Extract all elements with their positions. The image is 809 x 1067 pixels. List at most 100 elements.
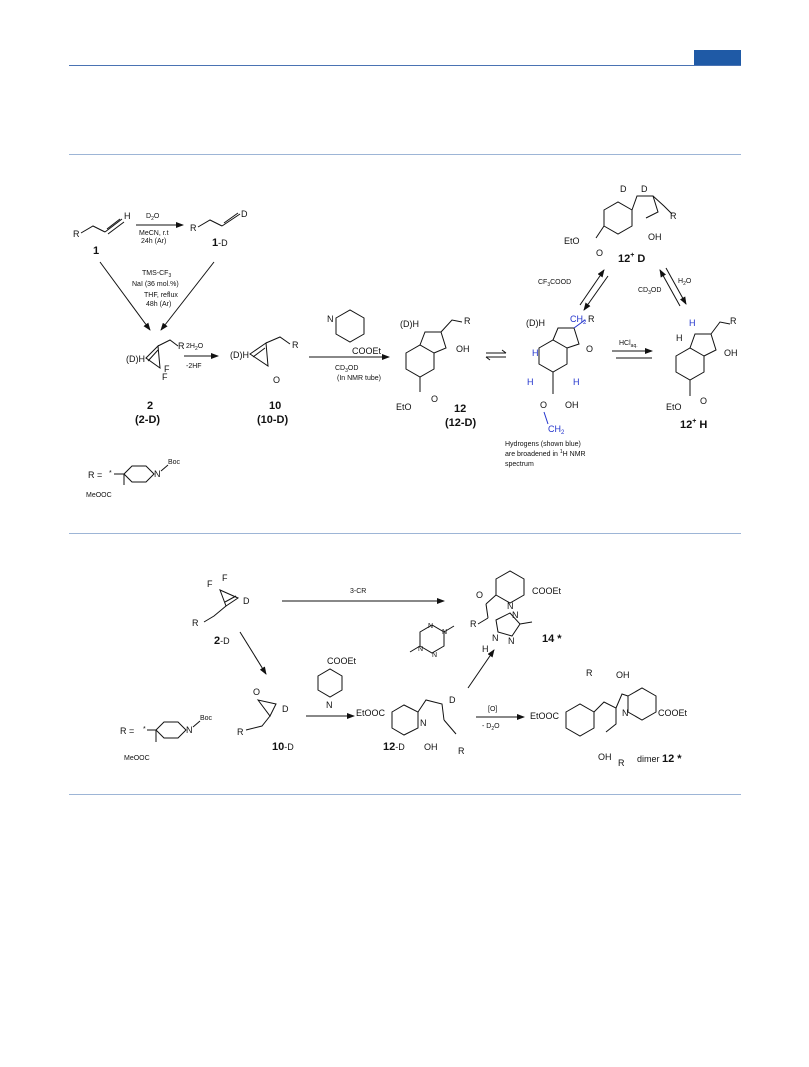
svg-text:Boc: Boc: [168, 459, 181, 466]
svg-text:TMS-CF3: TMS-CF3: [142, 270, 171, 279]
svg-text:N: N: [442, 629, 447, 636]
compound-12-label: 12: [454, 403, 466, 415]
compound-12D-label: (12-D): [445, 417, 477, 429]
svg-text:H: H: [676, 333, 683, 343]
svg-text:48h (Ar): 48h (Ar): [146, 301, 171, 308]
svg-text:EtOOC: EtOOC: [530, 711, 560, 721]
compound-2-structure: (D)H F F R: [126, 339, 185, 382]
header-rule: [69, 65, 741, 66]
compound-14-structure: N COOEt O R N N N H: [470, 570, 562, 654]
svg-text:R: R: [192, 618, 199, 628]
svg-text:O: O: [596, 248, 603, 258]
scheme-1: R H 1 D2O MeCN, r.t 24h (Ar) R D 1-D TMS…: [73, 184, 738, 499]
svg-text:R: R: [237, 727, 244, 737]
svg-text:OH: OH: [724, 348, 738, 358]
svg-text:R: R: [730, 316, 737, 326]
r-definition-2: R = * N Boc MeOOC: [120, 715, 213, 762]
svg-text:D2O: D2O: [146, 213, 160, 222]
svg-text:R =: R =: [120, 726, 134, 736]
svg-text:OH: OH: [424, 742, 438, 752]
svg-text:COOEt: COOEt: [327, 656, 357, 666]
svg-text:R: R: [586, 668, 593, 678]
svg-text:O: O: [253, 687, 260, 697]
svg-text:(In NMR tube): (In NMR tube): [337, 375, 381, 382]
svg-text:OH: OH: [456, 344, 470, 354]
svg-text:OH: OH: [616, 670, 630, 680]
note-line-3: spectrum: [505, 461, 534, 468]
svg-text:[O]: [O]: [488, 706, 497, 713]
svg-text:N: N: [428, 623, 433, 630]
svg-text:R: R: [458, 746, 465, 756]
note-line-2: are broadened in 1H NMR: [505, 449, 586, 458]
svg-text:CH2: CH2: [570, 314, 587, 326]
svg-text:24h (Ar): 24h (Ar): [141, 238, 166, 245]
svg-text:R: R: [178, 341, 185, 351]
note-line-1: Hydrogens (shown blue): [505, 441, 581, 448]
svg-text:O: O: [586, 344, 593, 354]
svg-text:N: N: [622, 708, 629, 718]
arrow-1D-to-2: [160, 261, 215, 331]
svg-text:COOEt: COOEt: [352, 346, 382, 356]
svg-text:NaI (36 mol.%): NaI (36 mol.%): [132, 281, 179, 288]
svg-text:EtO: EtO: [396, 402, 412, 412]
svg-text:H: H: [482, 644, 489, 654]
svg-text:R: R: [73, 229, 80, 239]
isonicotinate-reagent-s2: COOEt N: [317, 656, 357, 710]
svg-text:THF, reflux: THF, reflux: [144, 292, 178, 299]
svg-text:3-CR: 3-CR: [350, 588, 366, 595]
compound-10D-label-s2: 10-D: [272, 741, 294, 753]
svg-text:R: R: [588, 314, 595, 324]
svg-text:HClaq.: HClaq.: [619, 340, 638, 349]
svg-text:COOEt: COOEt: [532, 586, 562, 596]
svg-text:N: N: [508, 636, 515, 646]
compound-14-label: 14 *: [542, 633, 562, 645]
compound-10-label: 10: [269, 400, 281, 412]
svg-text:OH: OH: [648, 232, 662, 242]
svg-text:D: D: [243, 596, 250, 606]
compound-1-structure: R H: [73, 211, 131, 239]
svg-text:R: R: [292, 340, 299, 350]
compound-12D-label-s2: 12-D: [383, 741, 405, 753]
svg-text:R: R: [670, 211, 677, 221]
svg-text:N: N: [492, 633, 499, 643]
arrow-1-to-2: [99, 261, 151, 331]
svg-text:(D)H: (D)H: [230, 350, 249, 360]
dimer-label: dimer 12 *: [637, 753, 682, 765]
compound-12D-structure-s2: EtOOC N D R OH: [356, 695, 465, 756]
svg-text:F: F: [222, 573, 228, 583]
svg-text:COOEt: COOEt: [658, 708, 688, 718]
scheme-2: F F D R 2-D 3-CR N COOEt O R N N N H: [120, 570, 688, 768]
compound-12plusH-label: 12+ H: [680, 418, 707, 431]
svg-text:O: O: [476, 590, 483, 600]
compound-12plusH-structure: H H R OH EtO O: [666, 316, 738, 412]
svg-text:-2HF: -2HF: [186, 363, 202, 370]
svg-text:F: F: [162, 372, 168, 382]
svg-text:D: D: [449, 695, 456, 705]
svg-text:N: N: [507, 601, 514, 611]
r-definition-1: R = * N Boc MeOOC: [86, 459, 181, 499]
compound-10-structure: (D)H R O: [230, 336, 299, 385]
svg-text:MeOOC: MeOOC: [124, 755, 150, 762]
svg-text:O: O: [273, 375, 280, 385]
compound-1D-label: 1-D: [212, 237, 228, 249]
svg-text:D: D: [282, 704, 289, 714]
divider-1: [69, 154, 741, 155]
compound-10D-label: (10-D): [257, 414, 289, 426]
svg-text:OH: OH: [598, 752, 612, 762]
compound-12-structure: (D)H R OH EtO O: [396, 316, 471, 412]
svg-text:(D)H: (D)H: [126, 354, 145, 364]
tetrazine-reagent: N N N N: [409, 623, 455, 659]
svg-text:N: N: [432, 652, 437, 659]
svg-text:2H2O: 2H2O: [186, 343, 204, 352]
svg-text:N: N: [420, 718, 427, 728]
svg-text:(D)H: (D)H: [526, 318, 545, 328]
svg-text:N: N: [418, 646, 423, 653]
svg-text:Boc: Boc: [200, 715, 213, 722]
svg-text:D: D: [241, 209, 248, 219]
compound-1-label: 1: [93, 245, 99, 257]
svg-text:N: N: [327, 314, 334, 324]
svg-text:OH: OH: [565, 400, 579, 410]
compound-1D-structure: R D: [190, 209, 248, 233]
compound-2D-label-s2: 2-D: [214, 635, 230, 647]
